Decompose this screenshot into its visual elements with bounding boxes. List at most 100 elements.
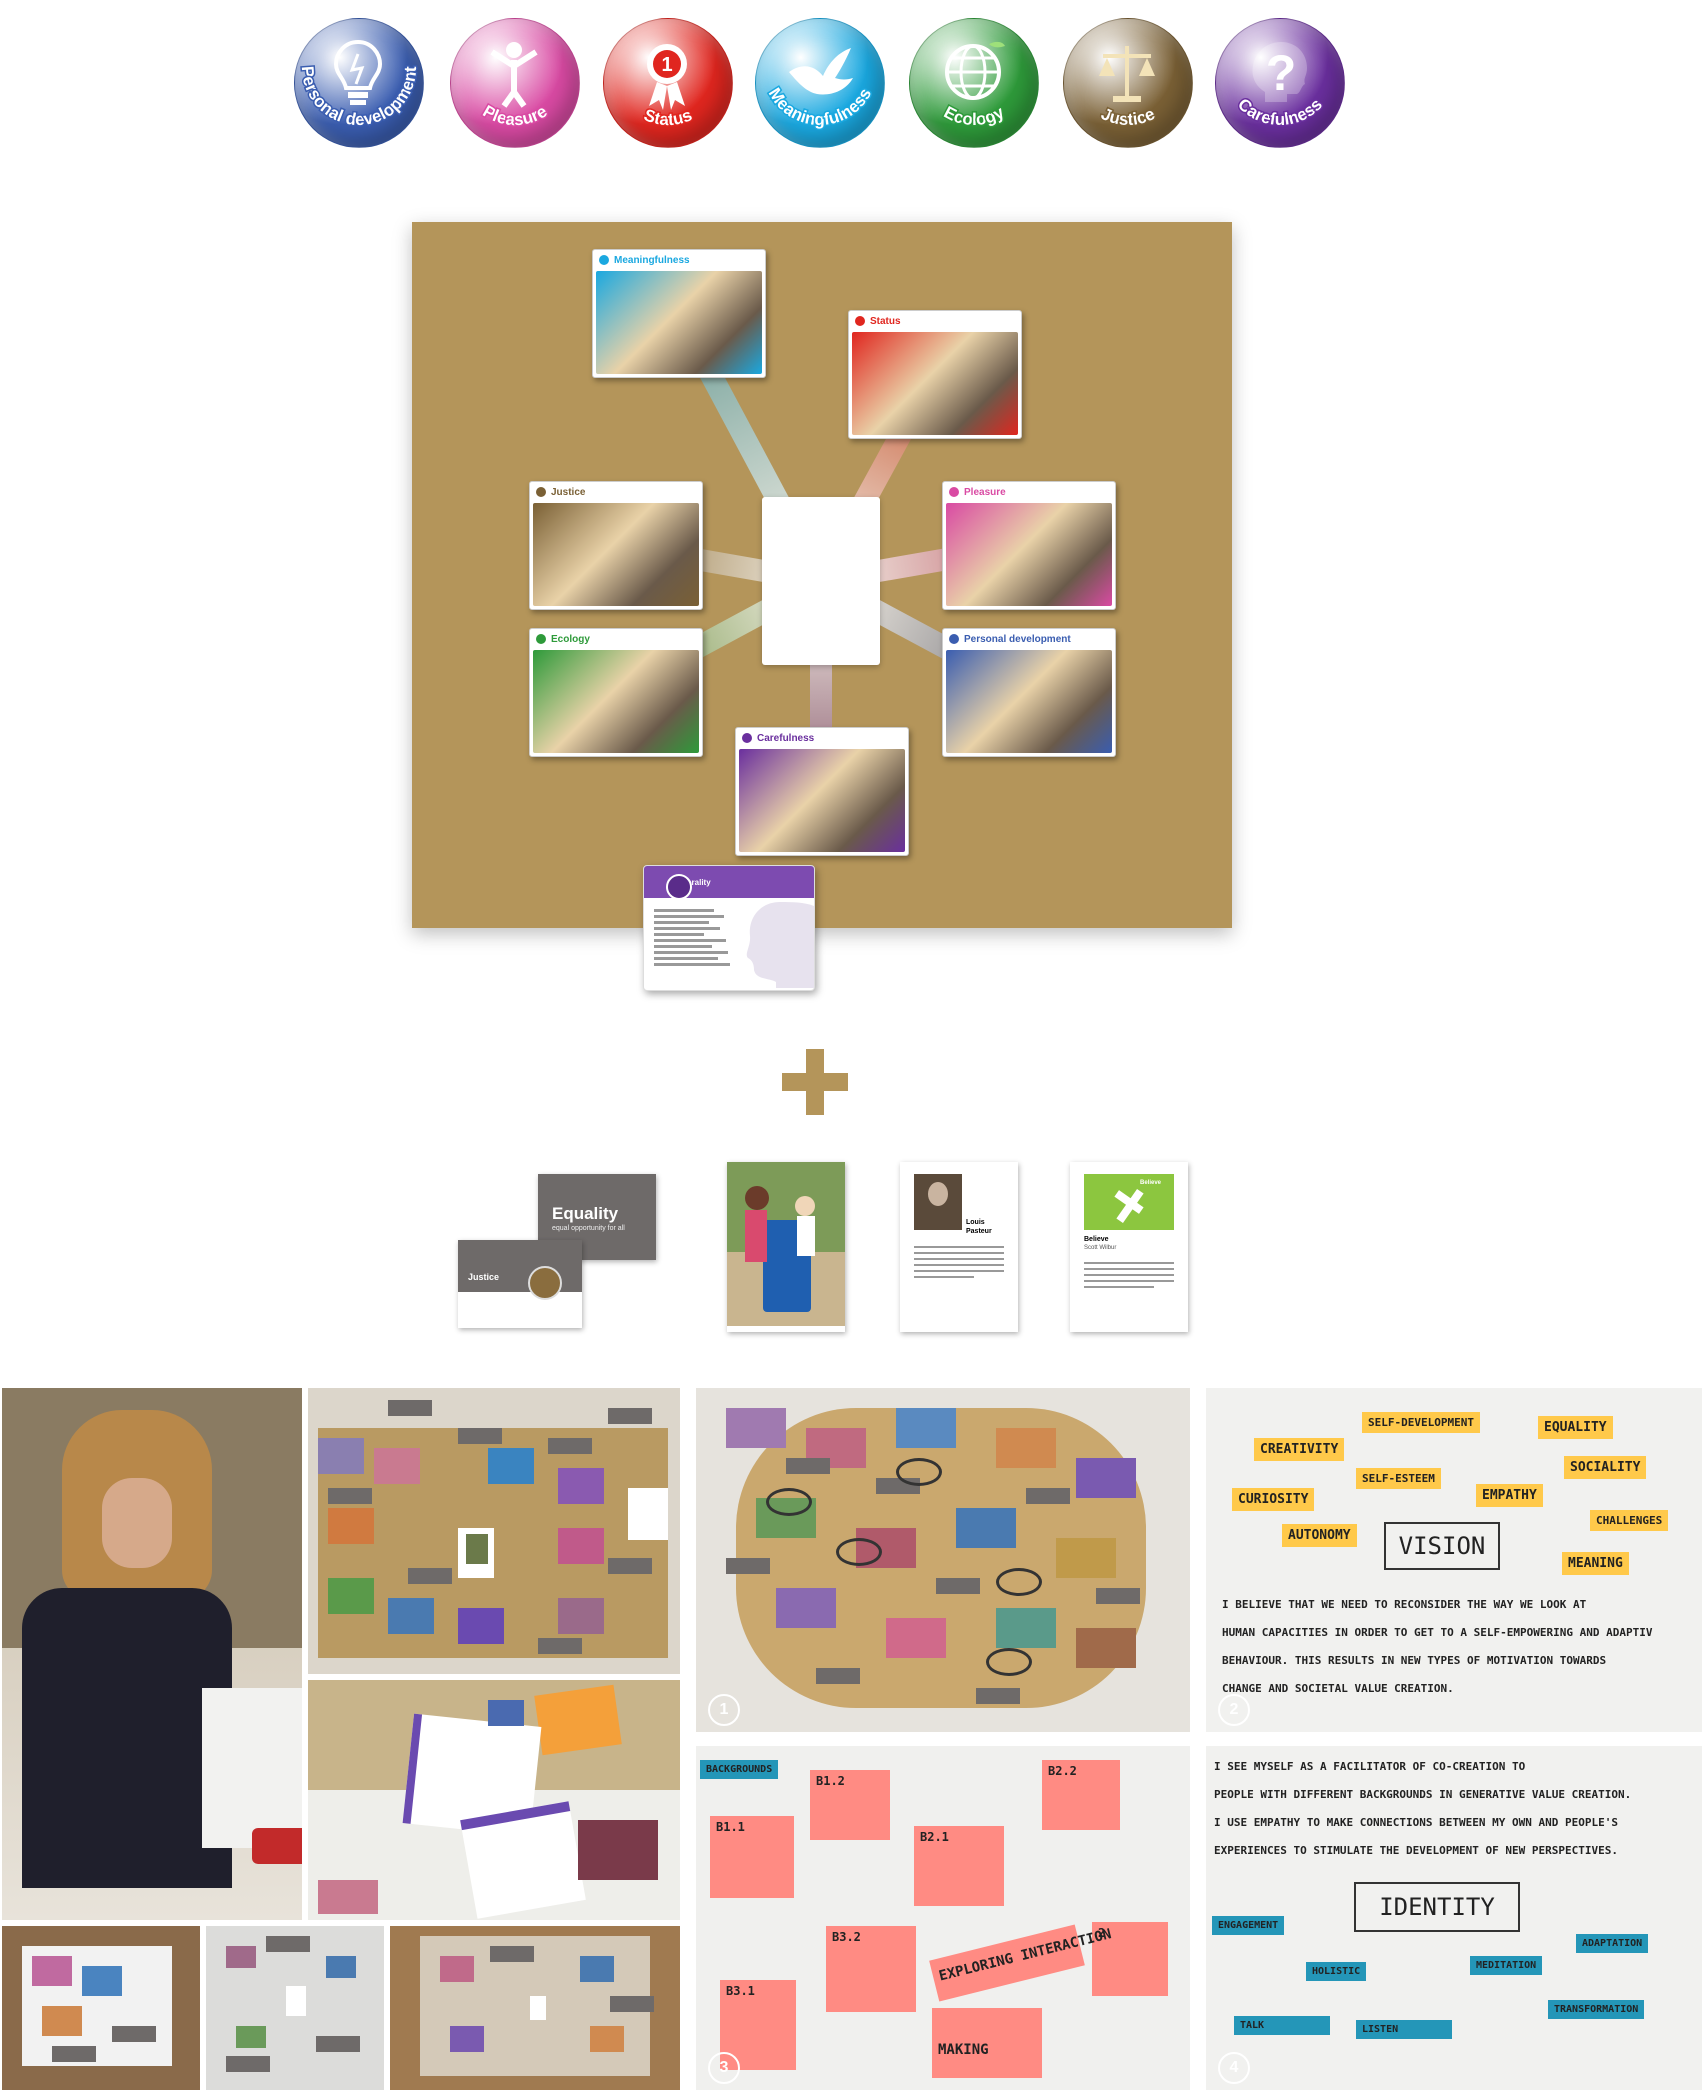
value-disc <box>909 18 1039 148</box>
card-header: Personal development <box>943 629 1115 649</box>
sticky-note-making: MAKING <box>932 2008 1042 2078</box>
sticky-note: B2.2 <box>1042 1760 1120 1830</box>
sticky-note: B3.2 <box>826 1926 916 2012</box>
card-collage-image <box>852 332 1018 435</box>
step-badge-1: 1 <box>708 1694 740 1726</box>
sticky-note: B1.1 <box>710 1816 794 1898</box>
lightbulb-icon <box>333 39 383 105</box>
photo-step-3-backgrounds-whiteboard: BACKGROUNDS B1.2 B2.2 B1.1 B2.1 B3.2 B3.… <box>696 1746 1190 2090</box>
recycling-photo-image <box>727 1162 845 1326</box>
identity-statement-line: I USE EMPATHY TO MAKE CONNECTIONS BETWEE… <box>1214 1816 1618 1829</box>
card-title: Personal development <box>964 633 1071 645</box>
step-badge-3: 3 <box>708 2052 740 2084</box>
svg-text:?: ? <box>1266 45 1297 101</box>
morality-card-title: Morality <box>680 877 711 887</box>
plus-sign-horizontal <box>782 1073 848 1091</box>
value-icon-personal-development[interactable]: Personal development <box>294 18 424 148</box>
photo-board-variation-3 <box>390 1926 680 2090</box>
value-disc <box>1063 18 1193 148</box>
card-collage-image <box>533 650 699 753</box>
value-disc <box>1215 18 1345 148</box>
identity-statement-line: I SEE MYSELF AS A FACILITATOR OF CO-CREA… <box>1214 1760 1526 1773</box>
value-card-status[interactable]: Status <box>848 310 1022 439</box>
card-title: Justice <box>551 486 586 498</box>
card-collage-image <box>739 749 905 852</box>
sticky-note: ENGAGEMENT <box>1212 1916 1285 1935</box>
value-label: Meaningfulness <box>765 85 876 130</box>
scales-icon <box>1099 46 1155 102</box>
sticky-note: SELF-ESTEEM <box>1356 1468 1441 1489</box>
value-card-carefulness[interactable]: Carefulness <box>735 727 909 856</box>
value-card-personal-development[interactable]: Personal development <box>942 628 1116 757</box>
photo-corkboard-filled <box>308 1388 680 1674</box>
sticky-note-exploring-interaction: EXPLORING INTERACTION <box>929 1924 1113 2002</box>
scales-icon <box>528 1266 562 1300</box>
vision-statement-line: I BELIEVE THAT WE NEED TO RECONSIDER THE… <box>1222 1598 1587 1611</box>
person-card-text-lines <box>914 1242 1004 1282</box>
value-card-meaningfulness[interactable]: Meaningfulness <box>592 249 766 378</box>
question-head-icon: ? <box>1252 42 1307 102</box>
value-label: Ecology <box>941 102 1008 129</box>
value-icon-meaningfulness[interactable]: Meaningfulness <box>755 18 885 148</box>
photo-board-variation-1 <box>2 1926 200 2090</box>
sticky-note: 2 <box>1092 1922 1168 1996</box>
backgrounds-label: BACKGROUNDS <box>700 1760 779 1779</box>
identity-statement-line: EXPERIENCES TO STIMULATE THE DEVELOPMENT… <box>1214 1844 1618 1857</box>
card-value-icon <box>742 733 752 743</box>
justice-card-label: Justice <box>468 1272 500 1282</box>
photo-step-4-identity-whiteboard: I SEE MYSELF AS A FACILITATOR OF CO-CREA… <box>1206 1746 1702 2090</box>
card-header: Meaningfulness <box>593 250 765 270</box>
belief-card-believe[interactable]: Believe Believe Scott Wilbur <box>1070 1162 1188 1332</box>
value-icon-pleasure[interactable]: Pleasure <box>450 18 580 148</box>
justice-category-card[interactable]: Justice <box>458 1240 582 1328</box>
identity-banner: IDENTITY <box>1354 1882 1520 1932</box>
equality-card-title: Equality <box>552 1204 619 1223</box>
person-card-louis-pasteur[interactable]: Louis Pasteur <box>900 1162 1018 1332</box>
morality-card-text-lines <box>654 906 734 969</box>
step-badge-2: 2 <box>1218 1694 1250 1726</box>
pasteur-portrait-image <box>914 1174 962 1230</box>
card-title: Meaningfulness <box>614 254 690 266</box>
card-value-icon <box>536 634 546 644</box>
belief-card-author: Scott Wilbur <box>1084 1245 1117 1251</box>
vision-statement-line: HUMAN CAPACITIES IN ORDER TO GET TO A SE… <box>1222 1626 1653 1639</box>
card-header: Ecology <box>530 629 702 649</box>
cross-image: Believe <box>1084 1174 1174 1230</box>
value-label: Carefulness <box>1234 95 1326 129</box>
photo-girl-writing <box>2 1388 302 1920</box>
sticky-note: CREATIVITY <box>1254 1438 1345 1461</box>
card-title: Carefulness <box>757 732 815 744</box>
card-value-icon <box>949 634 959 644</box>
sticky-note: EQUALITY <box>1538 1416 1613 1439</box>
value-icon-ecology[interactable]: Ecology <box>909 18 1039 148</box>
vision-banner: VISION <box>1384 1522 1500 1570</box>
sticky-note: AUTONOMY <box>1282 1524 1357 1547</box>
belief-card-text-lines <box>1084 1258 1174 1292</box>
card-collage-image <box>946 650 1112 753</box>
sticky-note: EMPATHY <box>1476 1484 1543 1507</box>
center-self-card[interactable] <box>762 497 880 665</box>
card-title: Status <box>870 315 901 327</box>
morality-card[interactable]: Morality <box>643 865 815 991</box>
value-icon-justice[interactable]: Justice <box>1063 18 1193 148</box>
joy-figure-icon <box>490 42 538 108</box>
card-collage-image <box>596 271 762 374</box>
card-title: Ecology <box>551 633 590 645</box>
sticky-note: ADAPTATION <box>1576 1934 1649 1953</box>
value-label: Justice <box>1098 104 1158 129</box>
belief-card-title: Believe <box>1084 1236 1109 1243</box>
value-disc <box>294 18 424 148</box>
photo-table-cards-booklets <box>308 1680 680 1920</box>
sticky-note: TALK <box>1234 2016 1330 2035</box>
equality-card-subtitle: equal opportunity for all <box>552 1225 625 1232</box>
identity-statement-line: PEOPLE WITH DIFFERENT BACKGROUNDS IN GEN… <box>1214 1788 1632 1801</box>
card-value-icon <box>855 316 865 326</box>
value-icon-carefulness[interactable]: ?Carefulness <box>1215 18 1345 148</box>
head-silhouette-icon <box>746 902 814 988</box>
photo-card-recycling[interactable] <box>727 1162 845 1332</box>
sticky-note: LISTEN <box>1356 2020 1452 2039</box>
value-card-pleasure[interactable]: Pleasure <box>942 481 1116 610</box>
value-card-ecology[interactable]: Ecology <box>529 628 703 757</box>
value-card-justice[interactable]: Justice <box>529 481 703 610</box>
